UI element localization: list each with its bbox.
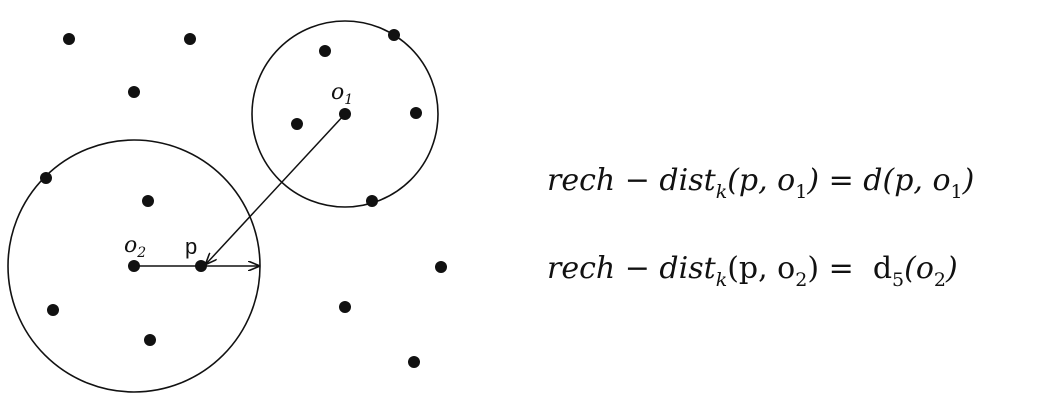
label-p: p: [185, 234, 197, 259]
data-point: [319, 45, 331, 57]
data-points: [40, 29, 447, 368]
data-point: [410, 107, 422, 119]
data-point: [291, 118, 303, 130]
data-point: [388, 29, 400, 41]
data-point-o1: [339, 108, 351, 120]
data-point-p: [195, 260, 207, 272]
label-o2: o2: [124, 233, 146, 261]
data-point: [63, 33, 75, 45]
data-point: [366, 195, 378, 207]
data-point: [144, 334, 156, 346]
data-point: [47, 304, 59, 316]
data-point: [40, 172, 52, 184]
data-point: [128, 86, 140, 98]
arrow-o1-to-p: [206, 113, 346, 264]
data-point: [408, 356, 420, 368]
label-o1: o1: [331, 80, 353, 108]
data-point: [339, 301, 351, 313]
neighborhood-circle-o1: [251, 20, 439, 208]
data-point: [142, 195, 154, 207]
equation-1: rech − distk(p, o1) = d(p, o1): [547, 163, 974, 203]
neighborhood-circle-o2: [7, 139, 261, 393]
data-point: [184, 33, 196, 45]
data-point: [435, 261, 447, 273]
equation-2: rech − distk(p, o2) = d5(o2): [547, 251, 958, 291]
data-point-o2: [128, 260, 140, 272]
